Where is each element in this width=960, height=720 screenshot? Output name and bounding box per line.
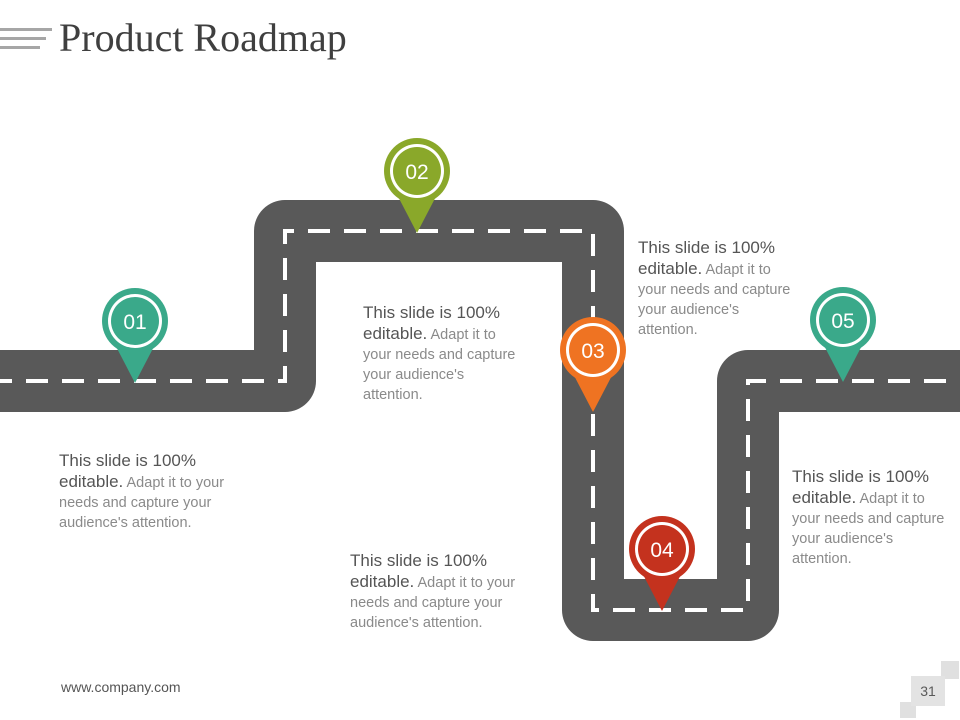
- milestone-body: Adapt it to your needs and capture your …: [792, 491, 945, 567]
- milestone-lead: This slide is 100% editable.: [638, 238, 776, 278]
- slide-title: Product Roadmap: [59, 15, 347, 60]
- milestone-lead: This slide is 100% editable.: [59, 451, 197, 491]
- footer-url: www.company.com: [61, 679, 181, 695]
- milestone-text-05: This slide is 100% editable. Adapt it to…: [792, 467, 952, 569]
- milestone-marker-02: 02: [384, 138, 450, 233]
- page-number: 31: [911, 676, 945, 706]
- milestone-body: Adapt it to your needs and capture your …: [363, 327, 516, 403]
- marker-number: 03: [581, 340, 604, 363]
- road-center-line: [0, 229, 960, 612]
- milestone-text-03: This slide is 100% editable. Adapt it to…: [638, 238, 798, 340]
- milestone-text-02: This slide is 100% editable. Adapt it to…: [363, 303, 523, 405]
- milestone-marker-03: 03: [560, 317, 626, 412]
- milestone-marker-05: 05: [810, 287, 876, 382]
- milestone-lead: This slide is 100% editable.: [350, 551, 488, 591]
- milestone-marker-01: 01: [102, 288, 168, 383]
- corner-decoration: [900, 702, 916, 718]
- marker-number: 05: [831, 310, 854, 333]
- title-accent-lines: [0, 28, 52, 54]
- milestone-text-04: This slide is 100% editable. Adapt it to…: [350, 551, 540, 633]
- milestone-lead: This slide is 100% editable.: [363, 303, 501, 343]
- milestone-marker-04: 04: [629, 516, 695, 611]
- marker-number: 04: [650, 539, 674, 562]
- milestone-body: Adapt it to your needs and capture your …: [350, 575, 516, 631]
- marker-number: 01: [123, 311, 146, 334]
- milestone-body: Adapt it to your needs and capture your …: [59, 475, 225, 531]
- milestone-lead: This slide is 100% editable.: [792, 467, 930, 507]
- milestone-text-01: This slide is 100% editable. Adapt it to…: [59, 451, 249, 533]
- marker-number: 02: [405, 161, 428, 184]
- corner-decoration: [941, 661, 959, 679]
- milestone-body: Adapt it to your needs and capture your …: [638, 262, 791, 338]
